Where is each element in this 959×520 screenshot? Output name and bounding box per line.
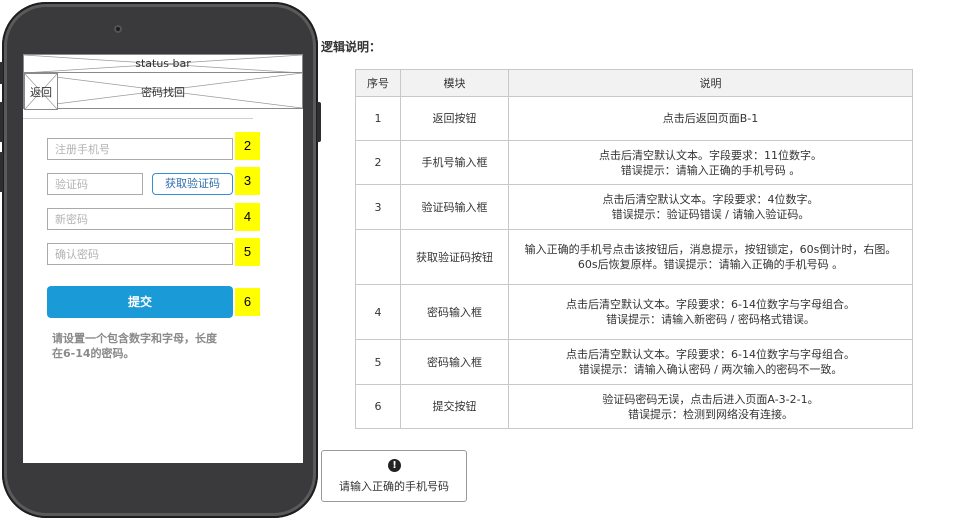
table-row: 4 密码输入框 点击后清空默认文本。字段要求：6-14位数字与字母组合。 错误提… [355,284,913,340]
row-description-cell: 输入正确的手机号点击该按钮后，消息提示，按钮锁定，60s倒计时，右图。 60s后… [508,229,913,285]
confirm-password-input[interactable] [47,243,233,265]
logic-table: 序号 模块 说明 1 返回按钮 点击后返回页面B-1 2 手机号输入框 点击后清… [355,69,913,429]
row-description: 输入正确的手机号点击该按钮后，消息提示，按钮锁定，60s倒计时，右图。 60s后… [524,243,897,271]
placeholder-cross-icon [25,74,57,109]
volume-up-button [0,102,3,142]
row-description: 点击后清空默认文本。字段要求：4位数字。 错误提示：验证码错误 / 请输入验证码… [508,184,913,230]
row-module: 提交按钮 [400,384,509,429]
volume-down-button [0,152,3,192]
row-description: 点击后清空默认文本。字段要求：6-14位数字与字母组合。 错误提示：请输入确认密… [508,339,913,385]
back-button-label: 返回 [30,86,52,99]
table-row: 3 验证码输入框 点击后清空默认文本。字段要求：4位数字。 错误提示：验证码错误… [355,184,913,230]
row-module: 获取验证码按钮 [400,229,509,285]
annotation-marker-3: 3 [235,167,260,195]
get-code-button[interactable]: 获取验证码 [152,173,233,195]
row-no: 3 [355,184,401,230]
logic-title: 逻辑说明： [321,40,382,54]
annotation-marker-4: 4 [235,203,260,231]
phone-screen: status bar 密码找回 返回 2 获取验证码 3 4 [23,54,303,463]
row-no: 6 [355,384,401,429]
row-description: 点击后返回页面B-1 [508,96,913,141]
password-hint: 请设置一个包含数字和字母，长度 在6-14的密码。 [52,331,217,361]
password-hint-line-2: 在6-14的密码。 [52,347,135,360]
status-bar-label: status bar [135,57,191,70]
table-row: 获取验证码按钮 输入正确的手机号点击该按钮后，消息提示，按钮锁定，60s倒计时，… [355,229,913,285]
header-no: 序号 [355,69,401,97]
nav-bar-placeholder: 密码找回 返回 [23,72,303,110]
submit-button[interactable]: 提交 [47,286,233,318]
password-hint-line-1: 请设置一个包含数字和字母，长度 [52,332,217,345]
phone-number-input[interactable] [47,138,233,160]
page-title: 密码找回 [141,86,185,99]
toast-message: 请输入正确的手机号码 [339,480,449,493]
error-toast: ! 请输入正确的手机号码 [321,450,467,502]
row-module: 密码输入框 [400,339,509,385]
placeholder-cross-icon [24,55,302,73]
new-password-input[interactable] [47,208,233,230]
row-no: 4 [355,284,401,340]
status-bar-placeholder: status bar [23,54,303,74]
row-description: 点击后清空默认文本。字段要求：6-14位数字与字母组合。 错误提示：请输入新密码… [508,284,913,340]
table-row: 5 密码输入框 点击后清空默认文本。字段要求：6-14位数字与字母组合。 错误提… [355,339,913,385]
table-row: 6 提交按钮 验证码密码无误，点击后进入页面A-3-2-1。 错误提示：检测到网… [355,384,913,429]
header-description: 说明 [508,69,913,97]
row-no [355,229,401,285]
power-button [317,102,321,142]
header-module: 模块 [400,69,509,97]
table-row: 2 手机号输入框 点击后清空默认文本。字段要求：11位数字。 错误提示：请输入正… [355,140,913,185]
row-description: 点击后清空默认文本。字段要求：11位数字。 错误提示：请输入正确的手机号码 。 [508,140,913,185]
row-description: 验证码密码无误，点击后进入页面A-3-2-1。 错误提示：检测到网络没有连接。 [508,384,913,429]
annotation-marker-5: 5 [235,238,260,266]
table-header-row: 序号 模块 说明 [355,69,913,97]
phone-frame: status bar 密码找回 返回 2 获取验证码 3 4 [0,2,321,518]
annotation-marker-2: 2 [235,132,260,160]
row-no: 1 [355,96,401,141]
placeholder-cross-icon [24,73,302,108]
row-module: 验证码输入框 [400,184,509,230]
annotation-marker-6: 6 [235,288,260,316]
row-no: 2 [355,140,401,185]
camera-icon [114,25,122,33]
row-module: 手机号输入框 [400,140,509,185]
row-no: 5 [355,339,401,385]
mute-switch [0,62,3,84]
verification-code-input[interactable] [47,173,143,195]
row-module: 密码输入框 [400,284,509,340]
row-module: 返回按钮 [400,96,509,141]
back-button[interactable]: 返回 [24,73,58,110]
exclamation-circle-icon: ! [388,459,401,472]
table-row: 1 返回按钮 点击后返回页面B-1 [355,96,913,141]
divider [23,118,253,119]
